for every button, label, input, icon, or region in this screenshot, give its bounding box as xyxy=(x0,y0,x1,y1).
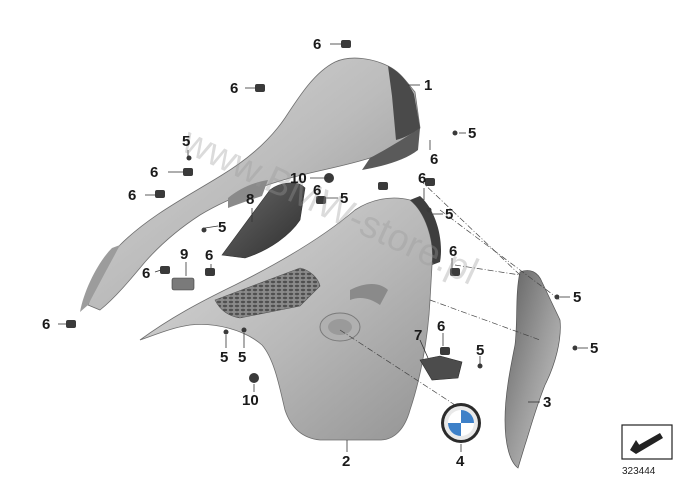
callout-5: 5 xyxy=(573,289,581,306)
callout-6: 6 xyxy=(313,182,321,199)
callout-9: 9 xyxy=(180,246,188,263)
callout-6: 6 xyxy=(430,151,438,168)
callout-5: 5 xyxy=(468,125,476,142)
callout-5: 5 xyxy=(218,219,226,236)
callout-6: 6 xyxy=(418,170,426,187)
callout-5: 5 xyxy=(445,206,453,223)
callout-labels: 6 1 6 5 6 6 5 6 6 5 10 6 5 8 5 9 6 6 6 6… xyxy=(42,36,598,470)
callout-6: 6 xyxy=(313,36,321,53)
callout-6: 6 xyxy=(150,164,158,181)
callout-3: 3 xyxy=(543,394,551,411)
callout-6: 6 xyxy=(128,187,136,204)
callout-8: 8 xyxy=(246,191,254,208)
callout-2: 2 xyxy=(342,453,350,470)
callout-5: 5 xyxy=(220,349,228,366)
callout-6: 6 xyxy=(42,316,50,333)
part-2-main-side-panel xyxy=(139,196,442,441)
callout-7: 7 xyxy=(414,327,422,344)
callout-6: 6 xyxy=(449,243,457,260)
callout-1: 1 xyxy=(424,77,432,94)
reference-box: 323444 xyxy=(621,424,673,477)
leader-lines xyxy=(58,43,588,452)
callout-5: 5 xyxy=(340,190,348,207)
callout-6: 6 xyxy=(142,265,150,282)
part-9-clip xyxy=(171,277,195,291)
callout-5: 5 xyxy=(238,349,246,366)
callout-6: 6 xyxy=(205,247,213,264)
callout-5: 5 xyxy=(476,342,484,359)
dash-dot-axes xyxy=(339,179,561,406)
callout-6: 6 xyxy=(230,80,238,97)
part-3-right-trim-panel xyxy=(504,270,561,469)
callout-10: 10 xyxy=(242,392,259,409)
view-arrow-icon xyxy=(630,433,663,454)
callout-6: 6 xyxy=(437,318,445,335)
callout-5: 5 xyxy=(590,340,598,357)
callout-5: 5 xyxy=(182,133,190,150)
part-1-upper-side-panel xyxy=(80,57,421,312)
part-8-bracket xyxy=(221,182,306,259)
reference-number: 323444 xyxy=(622,466,656,477)
fasteners xyxy=(66,40,578,383)
part-7-small-bracket xyxy=(419,355,463,381)
bmw-emblem xyxy=(441,403,481,443)
callout-4: 4 xyxy=(456,453,465,470)
callout-10: 10 xyxy=(290,170,307,187)
